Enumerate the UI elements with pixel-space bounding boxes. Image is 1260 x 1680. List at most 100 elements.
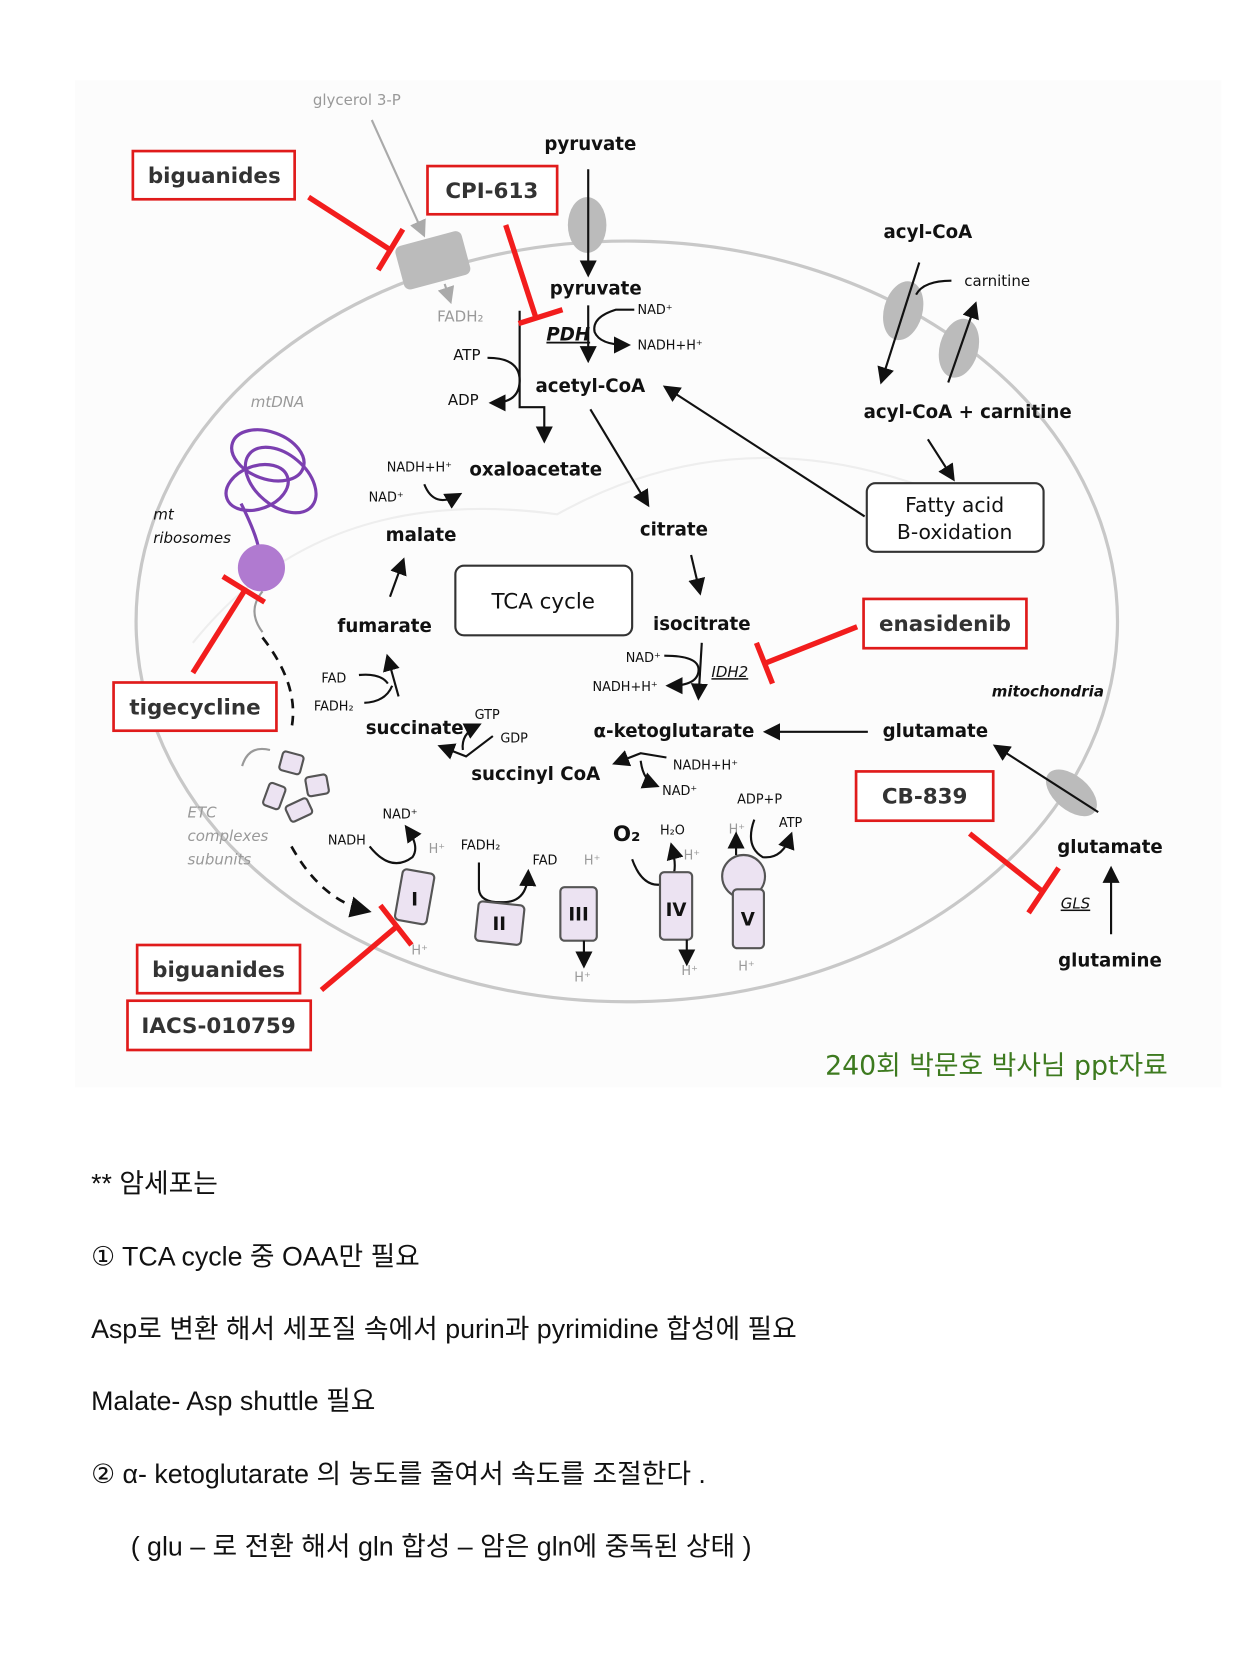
proton-label: H⁺ [584,854,600,869]
citrate-synthase-arrow [589,408,650,508]
fumarase-arrow [388,557,407,598]
inhibitor-bar [375,227,406,272]
biguanides-top-label: biguanides [148,164,281,189]
alpha-ketoglutarate-label: α-ketoglutarate [594,721,755,742]
complex-iii [559,886,598,942]
inhibitor-line [190,587,248,675]
note-item: ② α- ketoglutarate 의 농도를 줄여서 속도를 조절한다 . [91,1459,706,1489]
cb839-label: CB-839 [882,785,968,810]
idh2-arrow [690,642,708,701]
enasidenib-label: enasidenib [879,612,1011,637]
translation-line [253,590,264,633]
fumarate-label: fumarate [337,616,431,637]
o2-label: O₂ [613,822,641,847]
beta-oxidation-arrow [926,438,955,482]
proton-label: H⁺ [729,823,745,838]
etc-subunit-icons [262,750,330,823]
glycerol-transporter [395,231,471,290]
malate-dh-arrow [423,483,463,509]
complex-i-label: I [411,889,418,910]
glutamate-import-arrow [992,744,1099,814]
pyruvate-cytosol-label: pyruvate [544,134,636,155]
fadh2-label: FADH₂ [461,839,501,854]
complex-iv [658,871,694,941]
nadh-label: NADH+H⁺ [638,338,703,353]
succinyl-arrow [437,735,494,760]
carnitine-label: carnitine [964,272,1030,290]
nad-label: NAD⁺ [626,651,661,666]
pyruvate-carrier [567,197,607,253]
enasidenib-box [862,597,1028,650]
proton-label: H⁺ [429,842,445,857]
nadh-label: NADH [328,833,366,848]
fad-label: FAD [321,672,346,687]
tigecycline-label: tigecycline [129,696,260,721]
gdp-label: GDP [500,732,528,747]
glycerol-label: glycerol 3-P [313,91,401,109]
proton-label: H⁺ [684,848,700,863]
glutamine-transporter [1045,769,1097,817]
inhibitor-line [319,924,399,993]
inhibitor-line [307,194,392,252]
acyl-carnitine-label: acyl-CoA + carnitine [864,402,1072,423]
mtdna-coil-icon [224,428,318,553]
atp-adp-arrow [487,356,521,412]
proton-label: H⁺ [738,960,754,975]
acetyl-coa-arrow [662,385,866,518]
malate-label: malate [386,525,457,546]
oxaloacetate-label: oxaloacetate [469,460,602,481]
note-item: Malate- Asp shuttle 필요 [91,1386,375,1416]
nad-label: NAD⁺ [369,490,404,505]
complex-ii [474,900,526,946]
atp-synthase-arrow [749,819,795,859]
idh2-label: IDH2 [711,663,748,681]
glycerol-arrow [370,119,426,238]
acetyl-coa-label: acetyl-CoA [535,376,645,397]
mitochondria-label: mitochondria [992,682,1104,700]
proton-label: H⁺ [681,964,697,979]
cristae [192,456,965,644]
ribosomes-label: ribosomes [153,529,231,547]
fatty-acid-label: Fatty acid [905,493,1004,517]
complex-v [721,853,767,950]
inhibitor-bar [221,574,267,605]
subunits-label: subunits [188,851,252,869]
inhibitor-line [503,224,539,318]
inhibitor-bar [517,307,564,327]
biguanides-top-box [131,149,296,201]
note-heading: ** 암세포는 [91,1169,218,1199]
subunit-line [241,747,271,767]
cpt2-transporter [938,318,980,378]
nadh-label: NADH+H⁺ [673,758,738,773]
iacs-box [126,999,313,1052]
nad-label: NAD⁺ [383,808,418,823]
glutamate-cytosol-label: glutamate [1057,837,1163,858]
complex-iii-label: III [568,904,588,925]
inhibitor-line [967,831,1045,894]
nadh-label: NADH+H⁺ [387,460,452,475]
inhibitor-bar [378,903,414,947]
sdh-cofactor-arrow [358,673,394,704]
mt-label: mt [153,506,175,524]
glutamate-label: glutamate [883,721,989,742]
etc-label: ETC [188,804,218,822]
fadh2-arrow [437,283,455,305]
iacs-label: IACS-010759 [141,1014,295,1039]
fadh2-label: FADH₂ [314,699,354,714]
complex-ii-label: II [493,914,507,935]
note-item: ① TCA cycle 중 OAA만 필요 [91,1241,420,1271]
nad-label: NAD⁺ [638,303,673,318]
cpi613-box [426,164,559,216]
succinate-label: succinate [366,718,464,739]
pathway-diagram: glycerol 3-P pyruvate pyruvate PDH NAD⁺ … [75,80,1222,1088]
complex2-arrow [477,862,537,904]
cpi613-label: CPI-613 [445,179,538,204]
nadh-label: NADH+H⁺ [593,680,658,695]
adp-label: ADP [448,391,479,409]
notes: ** 암세포는 ① TCA cycle 중 OAA만 필요 Asp로 변환 해서… [91,1169,797,1562]
biguanides-bottom-box [135,943,302,995]
nad-pdh-arrow [593,308,635,354]
h2o-label: H₂O [660,824,685,839]
fad-label: FAD [533,854,558,869]
